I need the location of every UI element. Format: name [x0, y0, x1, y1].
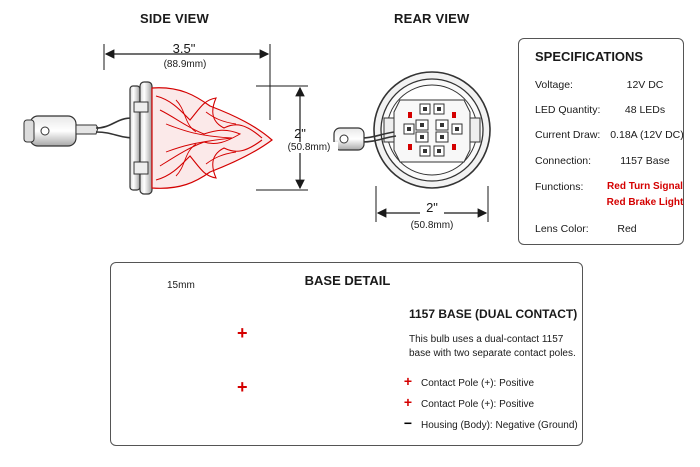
spec-connection-value: 1157 Base	[620, 155, 670, 167]
rear-view-base-bulb	[333, 127, 397, 151]
rear-view-width-mm: (50.8mm)	[410, 220, 454, 231]
rear-view-housing	[373, 71, 491, 189]
rear-view-title: REAR VIEW	[394, 11, 470, 26]
side-view-dimension-length	[103, 44, 271, 120]
specifications-title: SPECIFICATIONS	[535, 49, 644, 64]
side-view-base-bulb	[23, 115, 99, 147]
base-detail-width-label: 15mm	[167, 280, 195, 291]
plus-icon: +	[403, 373, 413, 389]
side-view-length-mm: (88.9mm)	[163, 59, 207, 70]
spec-function-turn-signal: Red Turn Signal	[607, 181, 683, 192]
rear-view-width-in: 2"	[420, 200, 444, 215]
side-view-length-in: 3.5"	[172, 41, 196, 56]
side-view-height-mm: (50.8mm)	[280, 142, 338, 153]
plus-icon: +	[403, 394, 413, 410]
spec-function-brake-light: Red Brake Light	[606, 197, 684, 208]
spec-led-quantity-value: 48 LEDs	[624, 104, 666, 116]
spec-functions-label: Functions:	[535, 181, 584, 193]
specifications-panel: SPECIFICATIONS Voltage: 12V DC LED Quant…	[518, 38, 684, 245]
legend-text: Contact Pole (+): Positive	[421, 399, 535, 410]
legend-row-contact-pole-2: + Contact Pole (+): Positive	[401, 394, 534, 410]
base-detail-title: BASE DETAIL	[304, 273, 391, 288]
base-detail-panel: BASE DETAIL 15mm + + 1157 BASE (DUAL CON…	[110, 262, 583, 446]
spec-voltage-value: 12V DC	[626, 79, 664, 91]
spec-current-draw-label: Current Draw:	[535, 129, 601, 141]
spec-lens-color-label: Lens Color:	[535, 223, 589, 235]
legend-text: Housing (Body): Negative (Ground)	[421, 420, 578, 431]
base-detail-description: This bulb uses a dual-contact 1157 base …	[409, 334, 576, 359]
side-view-title: SIDE VIEW	[140, 11, 209, 26]
spec-lens-color-value: Red	[617, 223, 637, 235]
side-view-height-in: 2"	[294, 126, 306, 141]
legend-row-housing: −Housing (Body): Negative (Ground)	[401, 415, 578, 431]
side-view-dimension-height	[256, 85, 308, 191]
spec-led-quantity-label: LED Quantity:	[535, 104, 601, 116]
pole-plus-upper: +	[237, 323, 248, 343]
side-view-red-lens	[151, 87, 273, 189]
side-view-housing	[129, 81, 153, 195]
spec-voltage-label: Voltage:	[535, 79, 573, 91]
pole-plus-lower: +	[237, 377, 248, 397]
legend-row-contact-pole-1: + Contact Pole (+): Positive	[401, 373, 534, 389]
legend-text: Contact Pole (+): Positive	[421, 378, 535, 389]
base-detail-subtitle: 1157 BASE (DUAL CONTACT)	[409, 307, 578, 321]
spec-connection-label: Connection:	[535, 155, 592, 167]
spec-current-draw-value: 0.18A (12V DC)	[610, 129, 684, 141]
minus-icon: −	[403, 415, 413, 431]
side-view-wires	[95, 117, 135, 139]
